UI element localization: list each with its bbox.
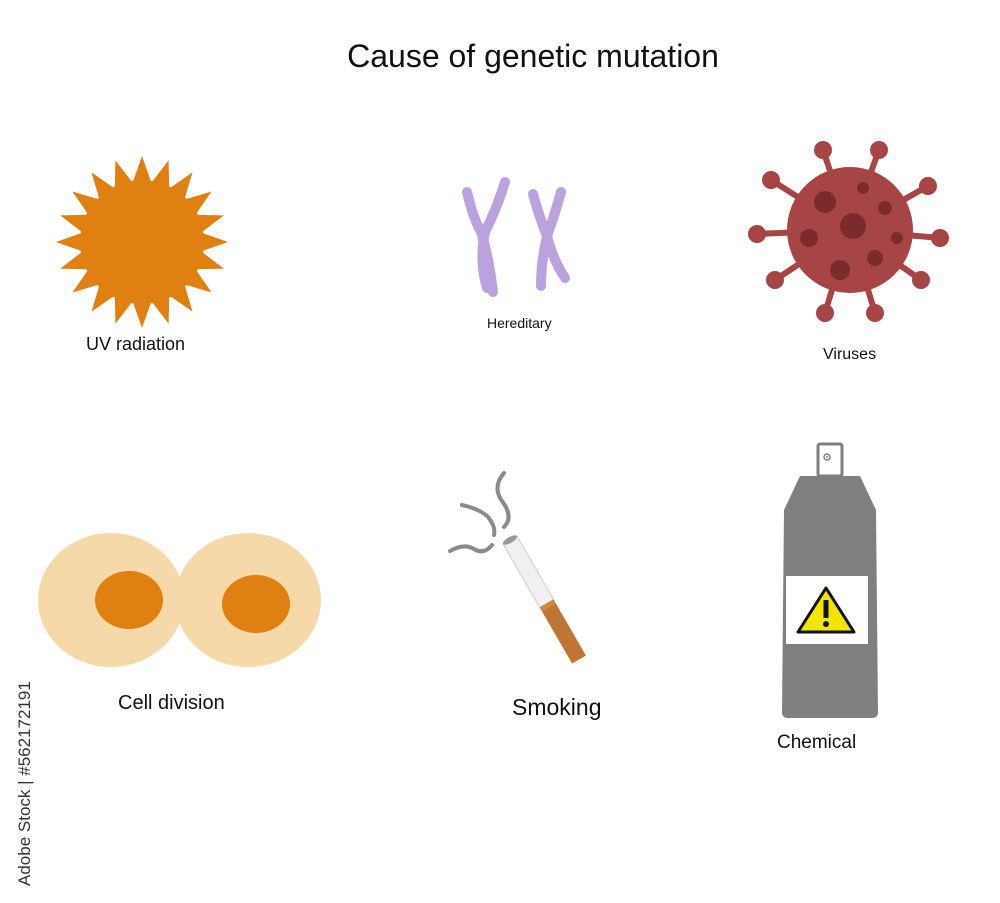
chemical-label: Chemical (777, 732, 857, 753)
uv-radiation-label: UV radiation (86, 334, 186, 354)
page-title: Cause of genetic mutation (347, 38, 719, 74)
spray-can-icon (782, 442, 878, 718)
smoking-label: Smoking (512, 694, 602, 720)
cell-division-label: Cell division (118, 692, 225, 714)
dividing-cell-icon (38, 533, 321, 667)
warning-sign-icon (796, 586, 856, 634)
sun-icon (56, 156, 228, 328)
cigarette-icon (448, 471, 586, 664)
viruses-label: Viruses (823, 346, 877, 363)
stock-id-watermark: Adobe Stock | #562172191 (15, 681, 34, 886)
virus-icon (748, 141, 949, 322)
hereditary-label: Hereditary (487, 315, 552, 331)
chromosome-icon (462, 177, 570, 297)
